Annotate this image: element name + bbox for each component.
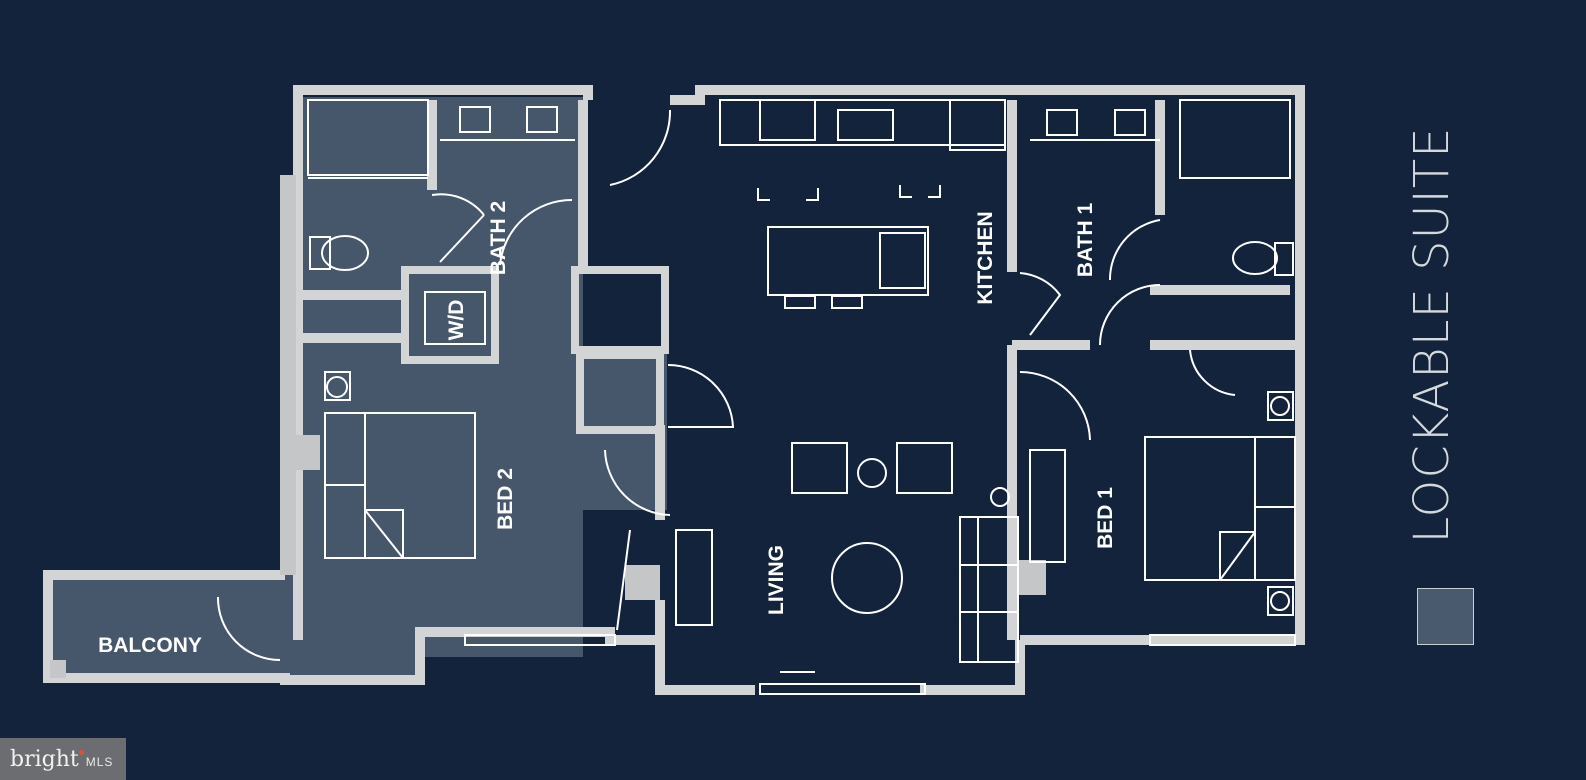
columns: [50, 175, 1046, 678]
room-label-wd: W/D: [445, 300, 468, 341]
room-label-bath2: BATH 2: [487, 201, 510, 275]
room-label-balcony: BALCONY: [98, 634, 202, 657]
logo-brand: bright: [10, 746, 79, 772]
walls: [43, 85, 1305, 695]
room-label-bath1: BATH 1: [1074, 203, 1097, 278]
fixtures: [216, 99, 1296, 695]
room-label-bed2: BED 2: [494, 468, 517, 530]
bright-mls-logo: bright MLS: [0, 738, 126, 780]
logo-suffix: MLS: [85, 755, 114, 769]
lockable-suite-area: [45, 97, 667, 680]
room-label-kitchen: KITCHEN: [974, 211, 997, 304]
legend-swatch: [1417, 588, 1474, 645]
legend-label: LOCKABLE SUITE: [1404, 126, 1460, 544]
logo-dot-icon: [78, 749, 84, 755]
room-label-bed1: BED 1: [1094, 487, 1117, 549]
closets: [401, 266, 669, 434]
room-label-living: LIVING: [765, 545, 788, 615]
